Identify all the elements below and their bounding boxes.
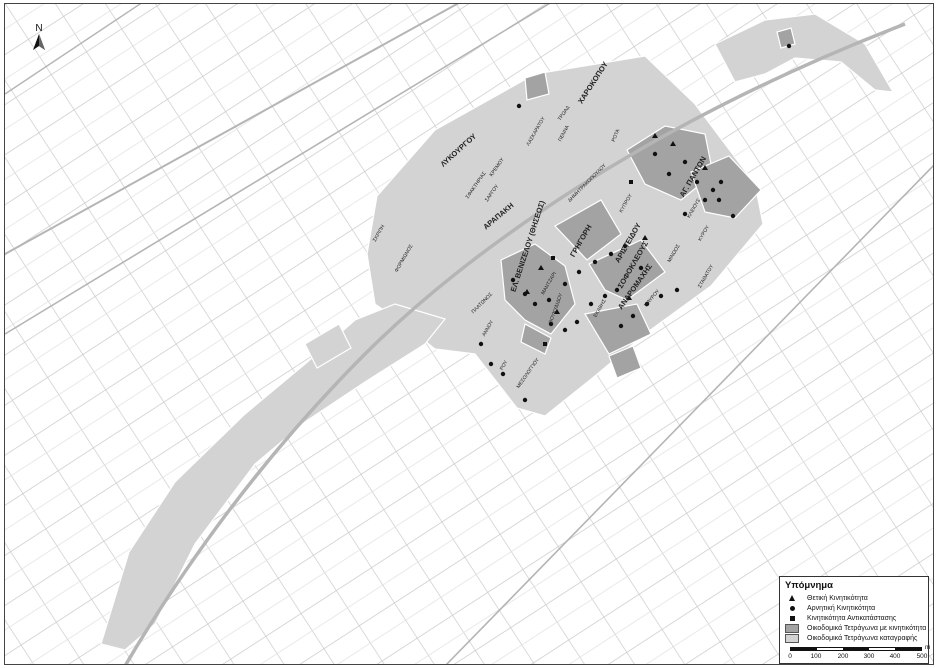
scale-tick: 300 <box>863 653 875 660</box>
circle-marker <box>702 197 708 203</box>
legend-item-negative: Αρνητική Κινητικότητα <box>785 603 923 613</box>
circle-marker <box>630 313 636 319</box>
legend-item-replacement: Κινητικότητα Αντικατάστασης <box>785 613 923 623</box>
square-marker <box>629 180 633 184</box>
dark-fill-swatch <box>785 623 799 633</box>
legend-label: Κινητικότητα Αντικατάστασης <box>807 614 897 622</box>
circle-marker <box>608 251 614 257</box>
circle-marker <box>666 171 672 177</box>
scale-tick: 500 <box>916 653 928 660</box>
scale-tick: 400 <box>889 653 901 660</box>
triangle-marker <box>626 295 632 300</box>
square-marker <box>543 342 547 346</box>
circle-marker <box>682 211 688 217</box>
circle-marker <box>718 179 724 185</box>
north-label: N <box>35 23 43 34</box>
circle-marker <box>614 287 620 293</box>
circle-marker <box>602 293 608 299</box>
circle-marker <box>682 159 688 165</box>
square-marker <box>551 256 555 260</box>
circle-marker <box>710 187 716 193</box>
legend-title: Υπόμνημα <box>785 580 833 591</box>
circle-marker <box>638 265 644 271</box>
circle-icon <box>785 603 799 613</box>
circle-marker <box>622 243 628 249</box>
legend-label: Αρνητική Κινητικότητα <box>807 604 876 612</box>
legend-item-positive: Θετική Κινητικότητα <box>785 593 923 603</box>
circle-marker <box>786 43 792 49</box>
legend-item-survey-blocks: Οικοδομικά Τετράγωνα καταγραφής <box>785 633 923 643</box>
circle-marker <box>548 321 554 327</box>
circle-marker <box>522 291 528 297</box>
circle-marker <box>562 281 568 287</box>
square-icon <box>785 613 799 623</box>
circle-marker <box>478 341 484 347</box>
scale-tick: 100 <box>810 653 822 660</box>
circle-marker <box>652 151 658 157</box>
circle-marker <box>562 327 568 333</box>
circle-marker <box>694 179 700 185</box>
light-fill-swatch <box>785 633 799 643</box>
scale-bar-graphic <box>790 647 922 651</box>
triangle-marker <box>652 133 658 138</box>
circle-marker <box>510 277 516 283</box>
circle-marker <box>522 397 528 403</box>
north-arrow: N <box>27 24 51 55</box>
street-label: ΡΟΤΑ <box>611 128 622 143</box>
circle-marker <box>546 297 552 303</box>
scale-tick: 0 <box>788 653 792 660</box>
markers <box>478 43 792 403</box>
circle-marker <box>644 301 650 307</box>
legend-label: Θετική Κινητικότητα <box>807 594 868 602</box>
north-arrow-icon <box>33 34 45 50</box>
circle-marker <box>658 293 664 299</box>
scale-tick: 200 <box>837 653 849 660</box>
circle-marker <box>576 269 582 275</box>
circle-marker <box>674 287 680 293</box>
circle-marker <box>516 103 522 109</box>
circle-marker <box>574 319 580 325</box>
triangle-marker <box>702 165 708 170</box>
major-roads <box>5 4 933 664</box>
triangle-marker <box>642 235 648 240</box>
circle-marker <box>588 301 594 307</box>
circle-marker <box>618 323 624 329</box>
circle-marker <box>488 361 494 367</box>
legend-item-mobility-blocks: Οικοδομικά Τετράγωνα με κινητικότητα <box>785 623 927 633</box>
triangle-marker <box>538 265 544 270</box>
scale-unit: m <box>925 644 931 651</box>
legend-label: Οικοδομικά Τετράγωνα με κινητικότητα <box>807 624 927 632</box>
circle-marker <box>730 213 736 219</box>
legend: Υπόμνημα Θετική Κινητικότητα Αρνητική Κι… <box>779 576 930 664</box>
circle-marker <box>532 301 538 307</box>
legend-label: Οικοδομικά Τετράγωνα καταγραφής <box>807 634 918 642</box>
circle-marker <box>716 197 722 203</box>
circle-marker <box>500 371 506 377</box>
street-label: ΡΟΥ <box>499 359 510 372</box>
circle-marker <box>592 259 598 265</box>
triangle-marker <box>554 309 560 314</box>
triangle-marker <box>670 141 676 146</box>
scale-bar: 0 100 200 300 400 500 m <box>785 644 930 664</box>
triangle-icon <box>785 593 799 603</box>
